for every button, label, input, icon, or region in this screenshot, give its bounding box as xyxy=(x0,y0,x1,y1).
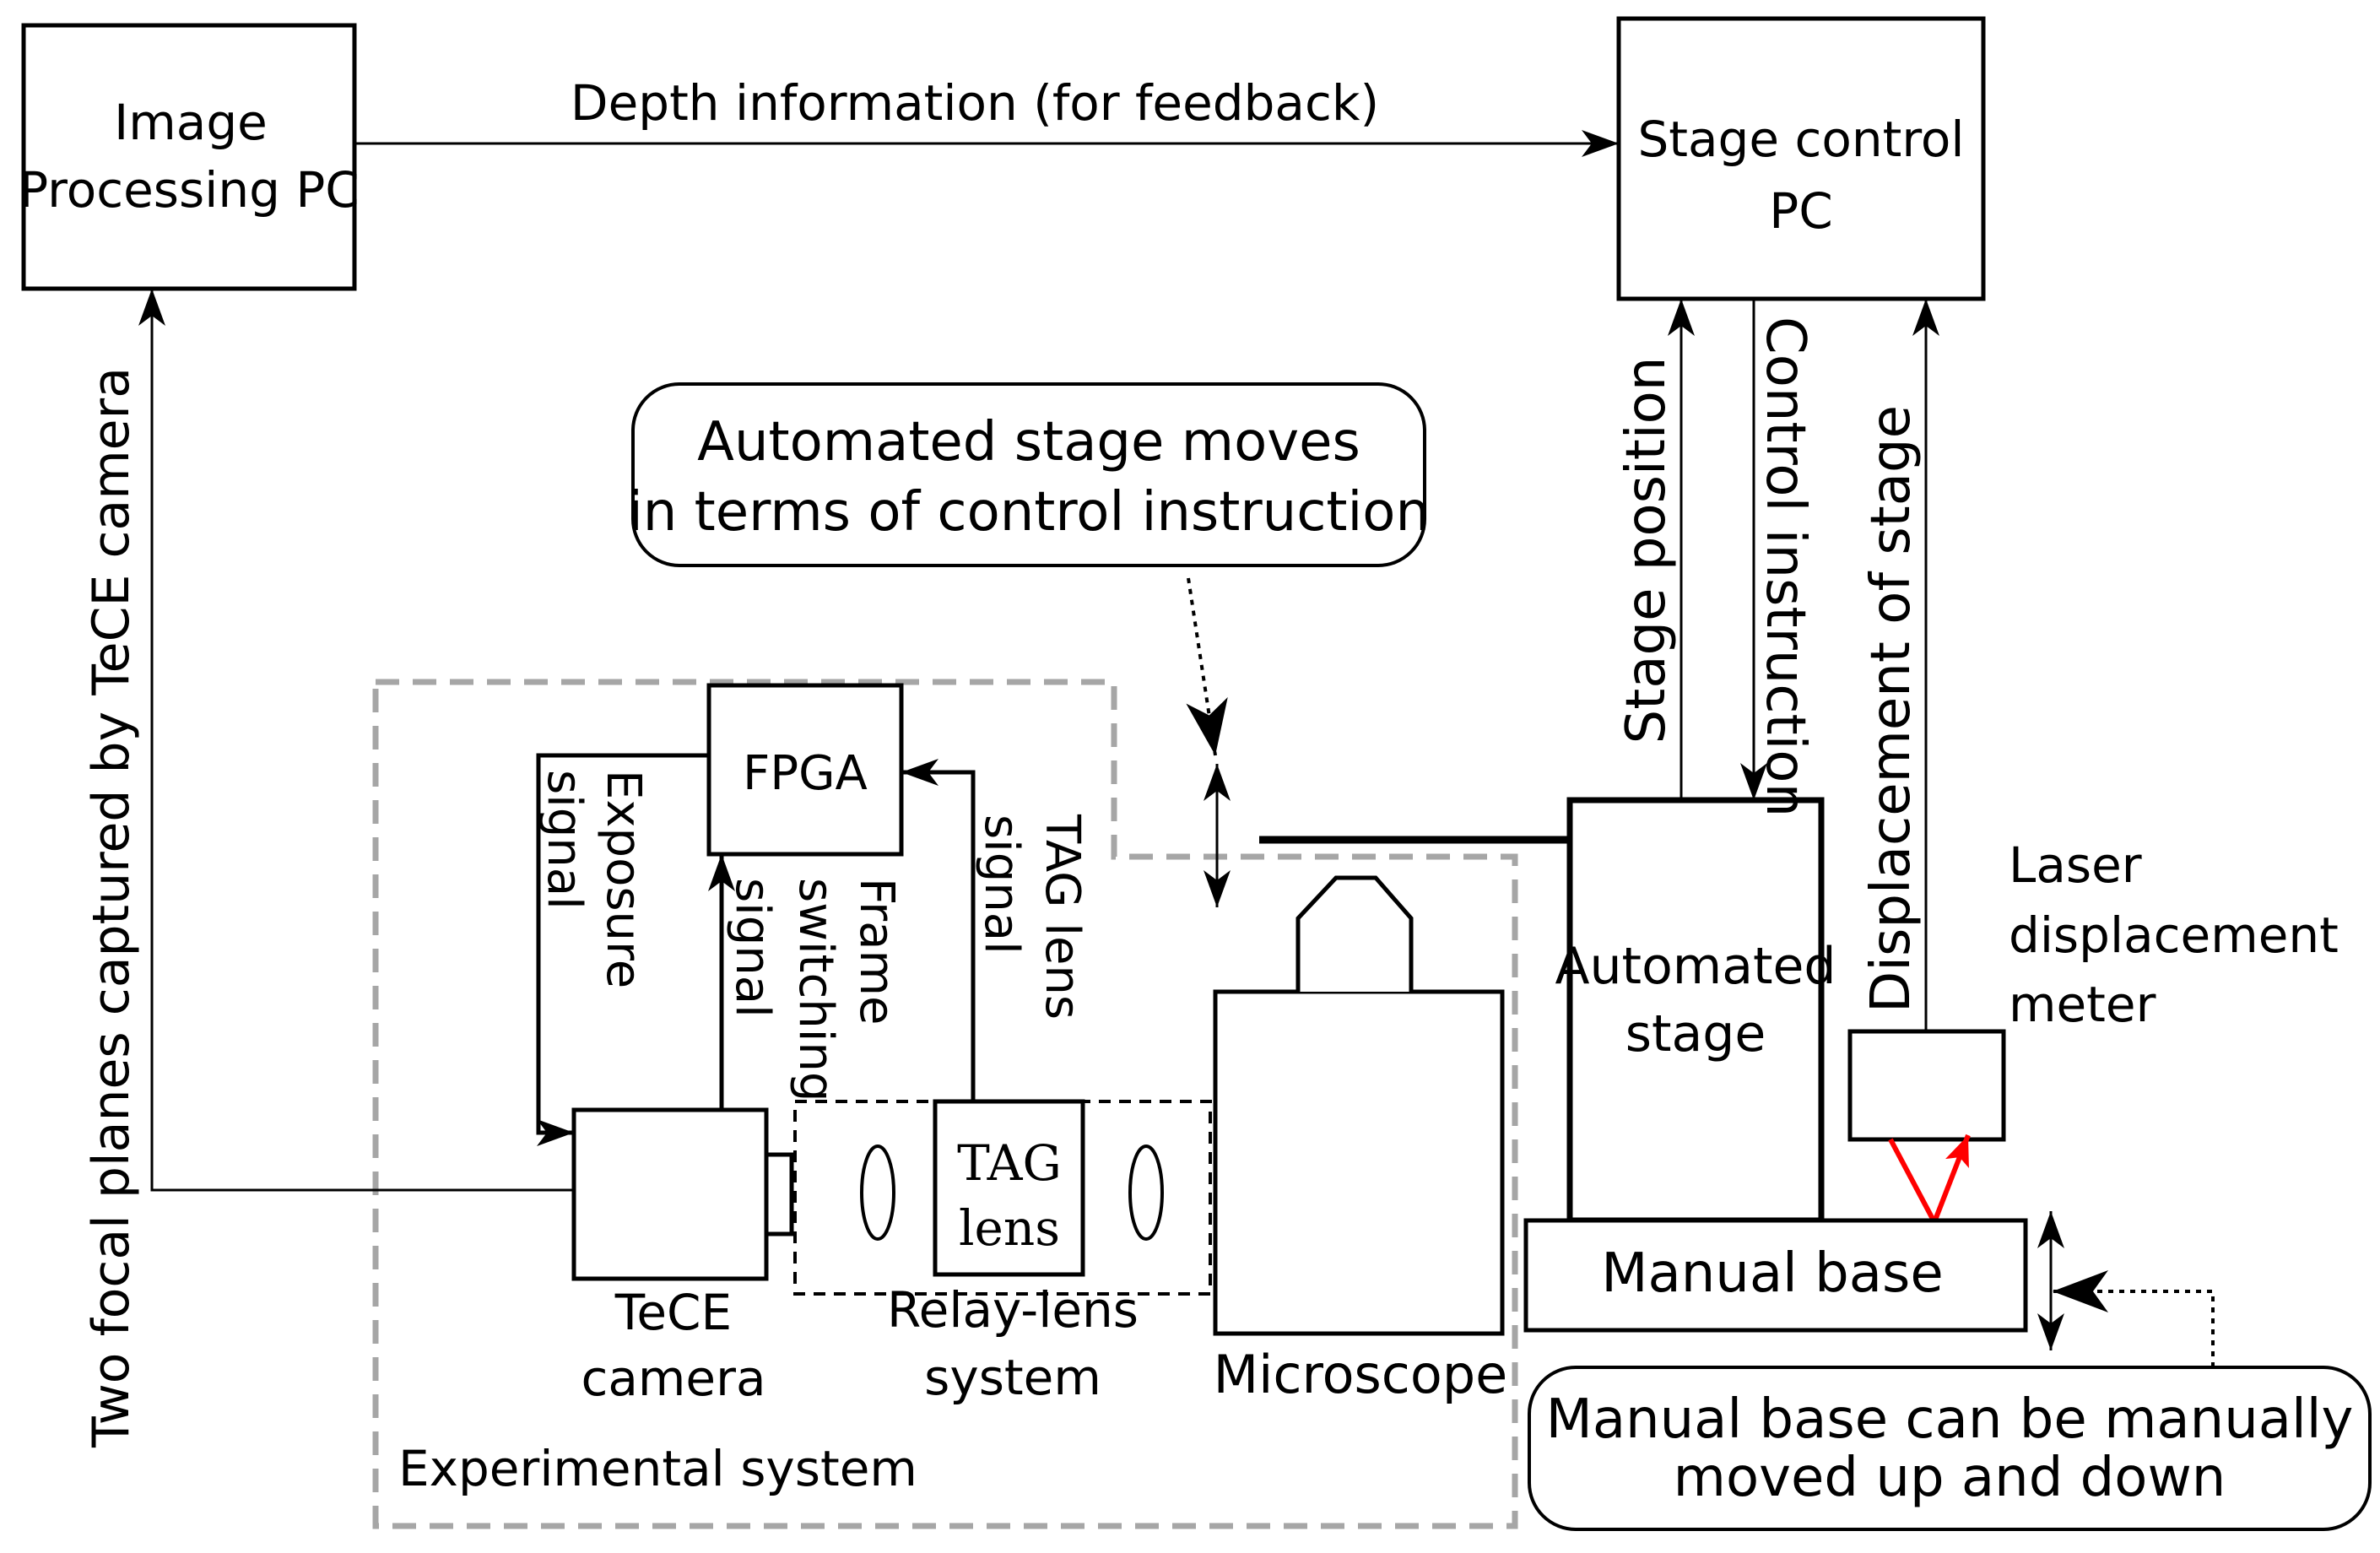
stage-pc-line1: Stage control xyxy=(1637,111,1964,168)
svg-text:Frame: Frame xyxy=(849,878,904,1025)
manual-base: Manual base xyxy=(1523,1218,2028,1333)
control-instruction-label: Control instruction xyxy=(1754,317,1816,817)
automated-stage: Automated stage xyxy=(1555,797,1836,1224)
automated-stage-line1: Automated xyxy=(1555,937,1836,996)
automated-callout-line1: Automated stage moves xyxy=(697,411,1360,473)
stage-pc-line2: PC xyxy=(1769,182,1832,240)
tece-camera-line2: camera xyxy=(581,1350,765,1407)
two-focal-planes-arrow xyxy=(138,289,574,1192)
experimental-system-boundary xyxy=(372,679,1518,1529)
fpga-label: FPGA xyxy=(743,746,868,801)
laser-line2: displacement xyxy=(2009,906,2339,964)
microscope-label: Microscope xyxy=(1214,1344,1508,1405)
tag-lens-signal-label: signal TAG lens xyxy=(974,814,1090,1020)
laser-displacement-meter: Laser displacement meter xyxy=(1847,836,2339,1142)
automated-callout-line2: in terms of control instruction xyxy=(628,481,1430,544)
tag-lens-block xyxy=(933,1099,1085,1277)
image-pc-line1: Image xyxy=(114,94,268,151)
frame-switching-signal-label: signal switching Frame xyxy=(725,878,904,1101)
laser-beam xyxy=(1888,1134,1971,1224)
tag-lens-line2: lens xyxy=(959,1199,1060,1257)
relay-lens-left xyxy=(860,1144,895,1241)
depth-information-label: Depth information (for feedback) xyxy=(571,74,1379,132)
relay-lens-line1: Relay-lens xyxy=(887,1281,1139,1339)
manual-callout-line1: Manual base can be manually xyxy=(1546,1388,2354,1451)
relay-lens-line2: system xyxy=(924,1349,1101,1406)
experimental-system-label: Experimental system xyxy=(398,1440,917,1497)
exposure-signal-arrow xyxy=(536,753,709,1146)
svg-text:signal: signal xyxy=(537,770,592,910)
tece-camera-line1: TeCE xyxy=(614,1284,732,1341)
displacement-label: Displacement of stage xyxy=(1860,405,1923,1013)
manual-callout-line2: moved up and down xyxy=(1674,1447,2226,1509)
relay-lens-system: TAG lens Relay-lens system xyxy=(793,1099,1212,1406)
tece-camera: TeCE camera xyxy=(571,1107,794,1407)
image-pc-line2: Processing PC xyxy=(19,161,360,219)
manual-callout-pointer xyxy=(2053,1270,2215,1367)
relay-lens-right xyxy=(1128,1144,1164,1241)
automated-stage-line2: stage xyxy=(1625,1004,1766,1063)
microscope: Microscope xyxy=(1213,875,1508,1405)
stage-position-label: Stage position xyxy=(1615,357,1678,744)
two-focal-planes-label: Two focal planes captured by TeCE camera xyxy=(82,367,141,1448)
tag-lens-line1: TAG xyxy=(957,1134,1062,1192)
image-processing-pc: Image Processing PC xyxy=(19,23,360,291)
manual-base-callout: Manual base can be manually moved up and… xyxy=(1528,1366,2372,1531)
laser-line1: Laser xyxy=(2009,836,2142,894)
svg-text:signal: signal xyxy=(725,878,780,1018)
laser-line3: meter xyxy=(2009,976,2156,1033)
manual-base-label: Manual base xyxy=(1601,1242,1943,1305)
stage-control-pc: Stage control PC xyxy=(1616,16,1986,301)
automated-stage-callout: Automated stage moves in terms of contro… xyxy=(628,382,1430,567)
exposure-signal-label: signal Exposure xyxy=(537,770,651,988)
svg-text:switching: switching xyxy=(788,878,843,1101)
svg-text:signal: signal xyxy=(974,814,1029,955)
tag-lens-signal-arrow xyxy=(901,759,976,1101)
svg-text:TAG lens: TAG lens xyxy=(1035,814,1090,1020)
fpga-block: FPGA xyxy=(706,683,904,857)
automated-callout-pointer xyxy=(1186,577,1228,756)
svg-text:Exposure: Exposure xyxy=(596,770,651,988)
